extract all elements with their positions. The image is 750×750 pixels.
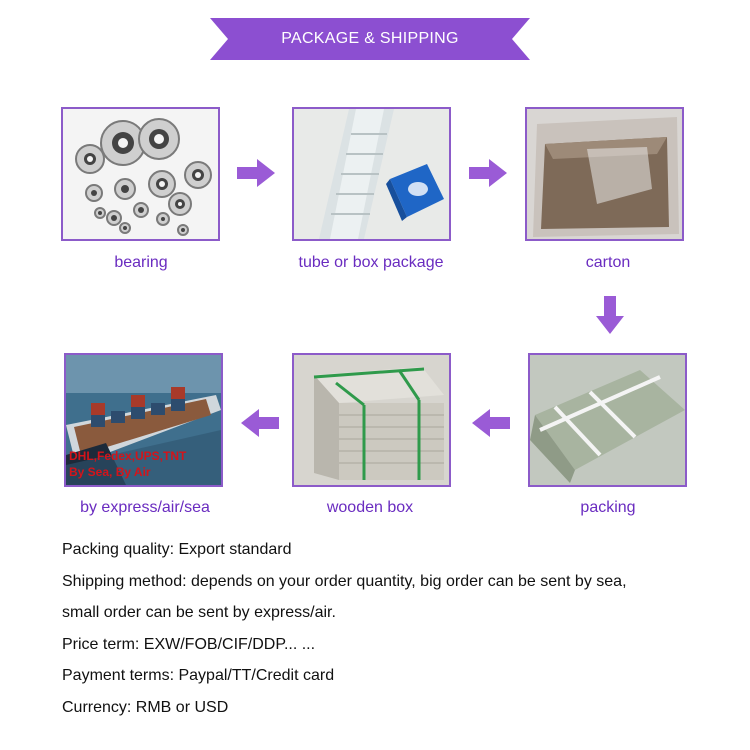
cargo-ship-image: DHL,Fedex,UPS,TNT By Sea, By Air	[64, 353, 223, 487]
info-packing-quality: Packing quality: Export standard	[62, 541, 292, 558]
arrow-right-icon	[237, 159, 275, 187]
banner-title: PACKAGE & SHIPPING	[281, 30, 459, 47]
wooden-box-image	[292, 353, 451, 487]
shipping-overlay-carriers: DHL,Fedex,UPS,TNT	[69, 449, 187, 463]
info-price-term: Price term: EXW/FOB/CIF/DDP... ...	[62, 636, 316, 653]
bearing-image	[61, 107, 220, 241]
section-banner: PACKAGE & SHIPPING	[210, 18, 530, 60]
caption-bearing: bearing	[114, 254, 168, 271]
arrow-right-icon	[469, 159, 507, 187]
info-currency: Currency: RMB or USD	[62, 699, 229, 716]
tube-package-image	[292, 107, 451, 241]
info-shipping-method-cont: small order can be sent by express/air.	[62, 604, 336, 621]
info-payment-terms: Payment terms: Paypal/TT/Credit card	[62, 667, 335, 684]
caption-packing: packing	[580, 499, 636, 516]
info-shipping-method: Shipping method: depends on your order q…	[62, 573, 627, 590]
caption-carton: carton	[585, 254, 631, 271]
carton-image	[525, 107, 684, 241]
caption-shipping: by express/air/sea	[80, 499, 210, 516]
shipping-overlay-modes: By Sea, By Air	[69, 465, 151, 479]
arrow-left-icon	[241, 409, 279, 437]
arrow-left-icon	[472, 409, 510, 437]
caption-wooden-box: wooden box	[326, 499, 414, 516]
packing-image	[528, 353, 687, 487]
arrow-down-icon	[596, 296, 624, 334]
banner-ribbon	[210, 18, 530, 60]
caption-tube-box: tube or box package	[298, 254, 444, 271]
